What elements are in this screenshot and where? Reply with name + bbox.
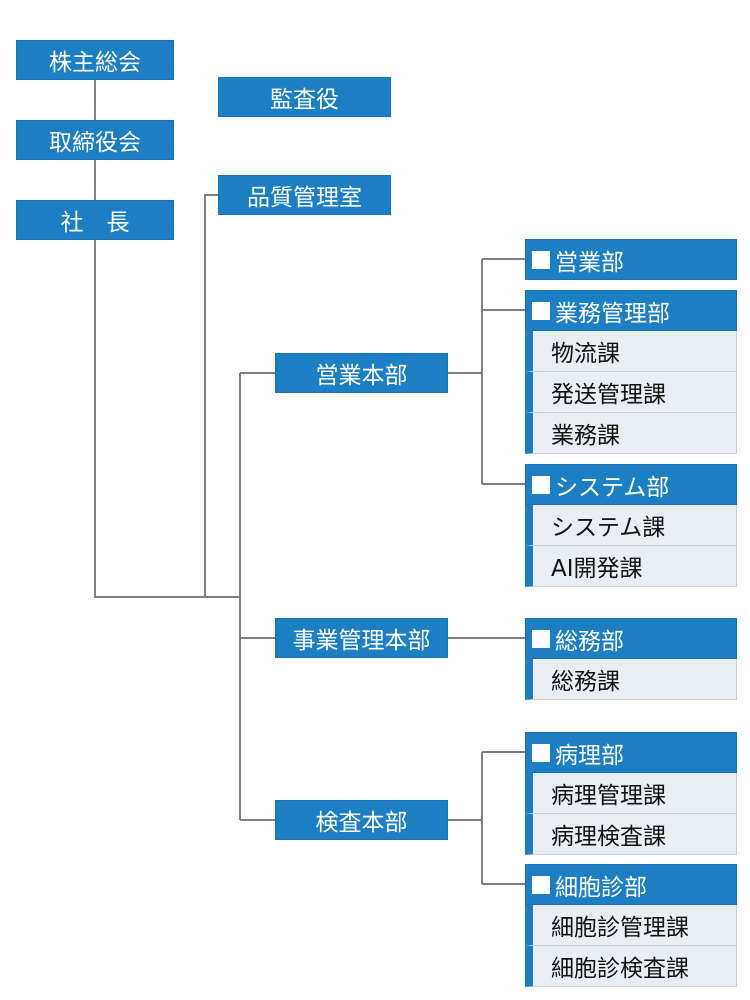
department-label: 病理部	[555, 742, 624, 769]
department-label: 細胞診部	[555, 874, 647, 901]
pathology-department-box: 病理部	[525, 732, 737, 773]
shipping-management-section-box: 発送管理課	[525, 372, 737, 413]
operations-management-department-box: 業務管理部	[525, 290, 737, 331]
connector-quality	[204, 194, 218, 597]
president-box: 社 長	[16, 200, 174, 240]
square-bullet-icon	[532, 875, 550, 894]
cytology-department-box: 細胞診部	[525, 864, 737, 905]
department-label: 業務管理部	[555, 300, 670, 327]
sales-headquarters-box: 営業本部	[275, 353, 448, 393]
square-bullet-icon	[532, 475, 550, 494]
cytology-management-section-box: 細胞診管理課	[525, 905, 737, 946]
square-bullet-icon	[532, 629, 550, 648]
system-department-box: システム部	[525, 464, 737, 505]
square-bullet-icon	[532, 250, 550, 269]
shareholders-meeting-box: 株主総会	[16, 40, 174, 80]
pathology-inspection-section-box: 病理検査課	[525, 814, 737, 855]
business-management-headquarters-box: 事業管理本部	[275, 618, 448, 658]
square-bullet-icon	[532, 301, 550, 320]
general-affairs-section-box: 総務課	[525, 659, 737, 700]
inspection-headquarters-box: 検査本部	[275, 800, 448, 840]
auditor-box: 監査役	[218, 77, 391, 117]
square-bullet-icon	[532, 743, 550, 762]
general-affairs-department-box: 総務部	[525, 618, 737, 659]
system-section-box: システム課	[525, 505, 737, 546]
sales-department-box: 営業部	[525, 239, 737, 280]
department-label: 総務部	[555, 628, 624, 655]
connector-president-bus	[94, 240, 240, 598]
board-of-directors-box: 取締役会	[16, 120, 174, 160]
ai-development-section-box: AI開発課	[525, 546, 737, 587]
pathology-management-section-box: 病理管理課	[525, 773, 737, 814]
quality-control-office-box: 品質管理室	[218, 175, 391, 215]
department-label: 営業部	[555, 249, 624, 276]
department-label: システム部	[555, 474, 670, 501]
cytology-inspection-section-box: 細胞診検査課	[525, 946, 737, 987]
operations-section-box: 業務課	[525, 413, 737, 454]
logistics-section-box: 物流課	[525, 331, 737, 372]
